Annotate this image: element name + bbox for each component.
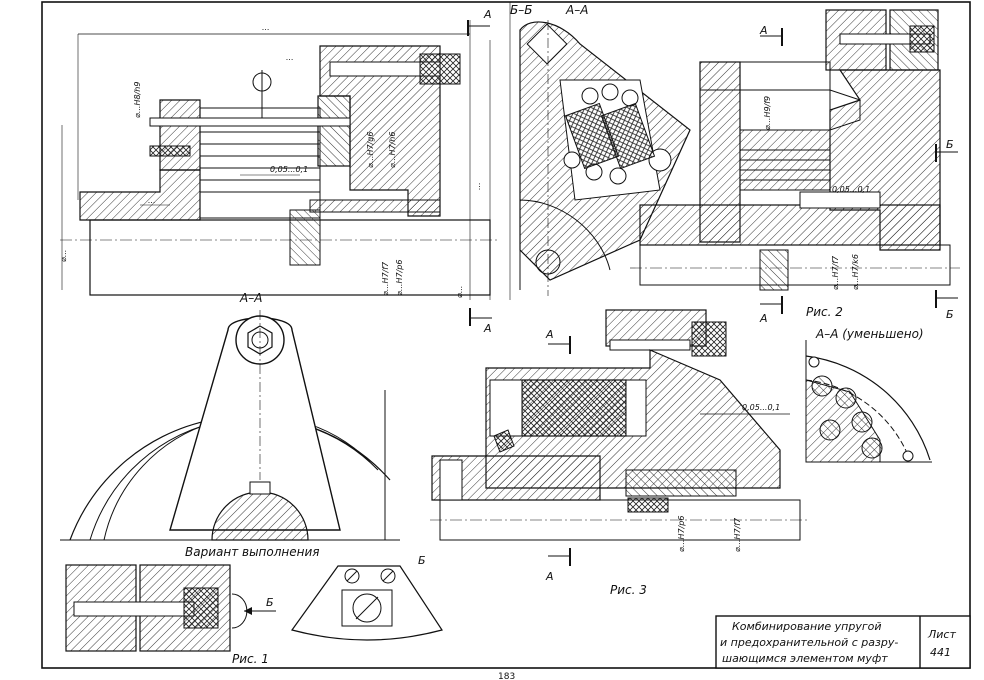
fig1-flange xyxy=(159,99,201,171)
fig3-section-aa xyxy=(805,340,932,463)
fig1-fit-h8h9: ⌀...H8/h9 xyxy=(133,82,142,118)
fig2-section-marks xyxy=(760,28,958,314)
fig1-hub xyxy=(79,169,201,221)
fig3-gap: 0,05...0,1 xyxy=(742,403,780,412)
fig3-fit-h7p6: ⌀...H7/p6 xyxy=(677,516,686,552)
sheet-label: Лист xyxy=(927,628,956,641)
fig2-fit-h9f9: ⌀...H9/f9 xyxy=(763,96,772,130)
fig3-mark-a-bottom: А xyxy=(545,570,554,583)
fig1-section-mark-top xyxy=(467,20,490,36)
fig3-elastic-insert xyxy=(521,379,627,437)
sheet-border xyxy=(41,1,971,669)
title-block xyxy=(715,615,971,669)
fig2-section-aa-label: А–А xyxy=(565,3,588,17)
fig1-variant-b-arrow: Б xyxy=(266,596,274,609)
fig3-mark-a-top: А xyxy=(545,328,554,341)
fig2-fit-h7k6: ⌀...H7/k6 xyxy=(851,254,860,290)
fig3-main-section xyxy=(430,309,810,541)
fig1-view-b xyxy=(291,565,443,641)
fig2-fit-h7f7: ⌀...H7/f7 xyxy=(831,255,840,290)
fig2-caption: Рис. 2 xyxy=(806,305,843,319)
fig1-cover xyxy=(317,95,351,167)
fig2-balls xyxy=(563,83,672,185)
fig3-fit-h7f7: ⌀...H7/f7 xyxy=(733,517,742,552)
fig1-variant-label: Вариант выполнения xyxy=(185,545,320,559)
fig2-mark-a-bottom: А xyxy=(759,312,768,325)
fig1-lever-arm xyxy=(169,317,341,531)
sheet-number: 441 xyxy=(930,646,951,659)
title-line-2: и предохранительной с разру- xyxy=(720,636,898,649)
fig1-section-aa-label: А–А xyxy=(239,291,262,305)
fig1-caption: Рис. 1 xyxy=(232,652,269,666)
fig2-section-bb-label: Б–Б xyxy=(510,3,532,17)
fig1-view-b-label: Б xyxy=(418,554,426,567)
fig3-caption: Рис. 3 xyxy=(610,583,647,597)
fig1-pin xyxy=(149,117,351,127)
fig1-section-aa xyxy=(60,310,400,541)
fig1-fit-h7f7: ⌀...H7/f7 xyxy=(381,261,390,296)
fig3-section-aa-label: А–А (уменьшено) xyxy=(815,327,924,341)
fig1-mark-a-top: А xyxy=(483,8,492,21)
fig1-gap: 0,05...0,1 xyxy=(270,165,308,174)
fig1-section-mark-bottom xyxy=(469,308,492,326)
title-line-3: шающимся элементом муфт xyxy=(722,652,888,665)
fig1-fit-h7g6: ⌀...H7/g6 xyxy=(366,132,375,168)
fig2-mark-b-bottom: Б xyxy=(946,308,954,321)
fig2-bb-section xyxy=(519,20,691,296)
fig1-fit-h7h6: ⌀...H7/h6 xyxy=(388,132,397,168)
fig1-diam-right-2: ⌀... xyxy=(455,286,464,298)
fig1-main-section xyxy=(60,20,500,300)
fig2-main-section xyxy=(630,9,960,291)
fig3-section-marks xyxy=(548,336,571,566)
fig1-fit-h7p6: ⌀...H7/p6 xyxy=(395,260,404,296)
fig1-dim-overall: ... xyxy=(262,23,270,32)
page-number: 183 xyxy=(498,672,515,680)
fig2-gap: 0,05...0,1 xyxy=(832,185,870,194)
fig1-dim-small: ... xyxy=(286,53,294,62)
fig1-diam-left: ⌀... xyxy=(59,250,68,262)
fig1-diam-right-1: ... xyxy=(473,182,482,190)
fig1-variant-section xyxy=(65,564,276,652)
fig1-mark-a-bottom: А xyxy=(483,322,492,335)
fig2-mark-b-right: Б xyxy=(946,138,954,151)
fig1-dim-hub: ... xyxy=(148,196,156,205)
title-line-1: Комбинирование упругой xyxy=(732,620,882,633)
fig2-mark-a-top: А xyxy=(759,24,768,37)
fig3-balls xyxy=(811,375,883,459)
